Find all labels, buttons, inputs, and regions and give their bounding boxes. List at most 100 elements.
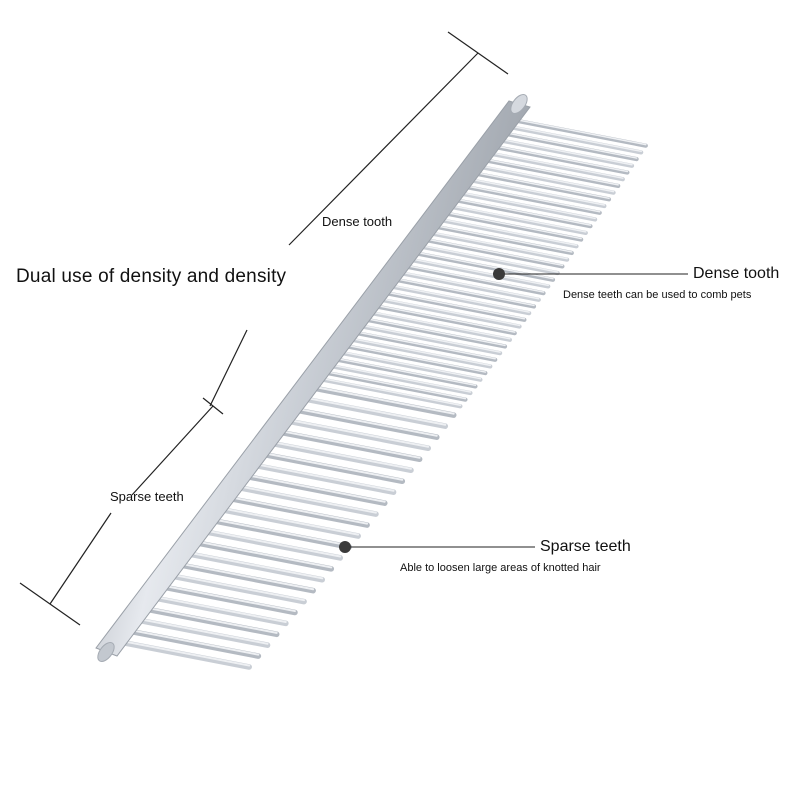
comb-tooth (127, 628, 262, 659)
comb-tooth (381, 298, 522, 329)
comb-tooth (451, 205, 588, 235)
comb-tooth (144, 606, 280, 638)
comb-tooth (262, 451, 406, 484)
comb-tooth (340, 351, 483, 382)
comb-tooth-highlight (458, 199, 592, 226)
comb-tooth-highlight (513, 126, 642, 153)
comb-tooth (401, 271, 541, 302)
comb-tooth-highlight (402, 271, 540, 300)
comb-tooth (517, 119, 648, 148)
comb-tooth-highlight (392, 285, 530, 313)
sparse-dimension-label: Sparse teeth (110, 489, 184, 504)
comb-tooth (304, 396, 449, 429)
comb-tooth (161, 584, 298, 616)
comb-tooth (441, 218, 579, 249)
comb-tooth-highlight (180, 562, 315, 591)
comb-tooth (471, 178, 607, 209)
comb-tooth-highlight (503, 139, 633, 166)
comb-tooth (391, 284, 532, 316)
comb-tooth (482, 165, 616, 195)
comb-tooth-highlight (397, 278, 535, 307)
comb-tooth (119, 639, 252, 670)
comb-tooth-highlight (264, 452, 404, 481)
comb-tooth-highlight (437, 225, 573, 253)
comb-tooth (237, 485, 379, 517)
comb-tooth-highlight (321, 377, 462, 406)
dimension-lines (19, 31, 509, 626)
comb-tooth-highlight (306, 397, 447, 426)
sparse-callout-description: Able to loosen large areas of knotted ha… (400, 562, 601, 574)
comb-tooth-highlight (498, 146, 629, 173)
comb-tooth (350, 337, 493, 369)
comb-tooth-highlight (196, 540, 333, 569)
comb-tooth-highlight (362, 324, 501, 353)
comb-tooth (325, 370, 468, 402)
comb-tooth-highlight (387, 291, 526, 320)
comb-tooth-highlight (427, 238, 564, 267)
comb-tooth (487, 158, 621, 189)
comb-tooth (203, 529, 344, 561)
comb-tooth-highlight (138, 618, 269, 645)
comb-tooth-highlight (222, 507, 360, 536)
comb-tooth (411, 258, 551, 289)
comb-spine (95, 94, 531, 662)
comb-tooth-highlight (289, 419, 430, 448)
comb-tooth (406, 264, 546, 296)
comb-tooth-highlight (171, 573, 306, 602)
comb-tooth-highlight (442, 218, 578, 246)
comb-tooth-highlight (508, 132, 638, 159)
comb-tooth-highlight (230, 496, 369, 525)
comb-tooth-highlight (352, 338, 492, 367)
comb-tooth-highlight (518, 119, 647, 146)
dense-callout-dot (493, 268, 505, 280)
sparse-callout-dot (339, 541, 351, 553)
comb-tooth (370, 311, 512, 342)
comb-tooth (254, 463, 397, 495)
comb-tooth-highlight (146, 606, 278, 634)
comb-tooth (245, 474, 388, 506)
comb-tooth-highlight (432, 232, 568, 260)
comb-tooth-highlight (326, 371, 467, 400)
comb-tooth (507, 132, 639, 162)
comb-tooth (270, 440, 414, 474)
comb-tooth (431, 231, 570, 262)
comb-tooth-highlight (188, 551, 324, 580)
comb-tooth-highlight (314, 386, 455, 415)
callout-lines (339, 268, 688, 553)
comb-tooth (279, 429, 423, 463)
comb-tooth-highlight (473, 179, 606, 206)
sparse-callout-title: Sparse teeth (540, 538, 631, 555)
comb-tooth (426, 238, 565, 269)
comb-tooth (446, 211, 584, 242)
comb-tooth-highlight (488, 159, 619, 186)
comb-tooth (365, 317, 508, 349)
comb-tooth-highlight (367, 318, 506, 347)
comb-tooth-highlight (422, 245, 559, 273)
comb-tooth-highlight (129, 629, 260, 656)
comb-tooth (512, 125, 644, 155)
comb-tooth-highlight (336, 358, 477, 387)
comb-tooth (335, 357, 478, 389)
comb-tooth-highlight (377, 305, 516, 333)
comb-tooth (320, 377, 463, 409)
comb-tooth-highlight (272, 441, 412, 470)
comb-tooth-highlight (468, 185, 601, 213)
comb-tooth (312, 385, 457, 418)
dense-dimension-label: Dense tooth (322, 214, 393, 229)
comb-tooth-highlight (341, 351, 482, 380)
comb-tooth-highlight (297, 408, 438, 437)
comb-tooth (476, 172, 612, 202)
comb-tooth-highlight (372, 311, 511, 340)
comb-tooth-highlight (412, 258, 549, 287)
headline: Dual use of density and density (16, 266, 287, 287)
comb-tooth-highlight (382, 298, 521, 327)
comb-tooth (502, 139, 635, 168)
comb-tooth-highlight (407, 265, 545, 293)
comb-tooth-highlight (357, 331, 496, 360)
dense-callout-description: Dense teeth can be used to comb pets (563, 289, 752, 301)
comb-tooth-highlight (281, 430, 421, 459)
comb-tooth (436, 225, 574, 256)
comb-tooth-highlight (255, 463, 395, 492)
